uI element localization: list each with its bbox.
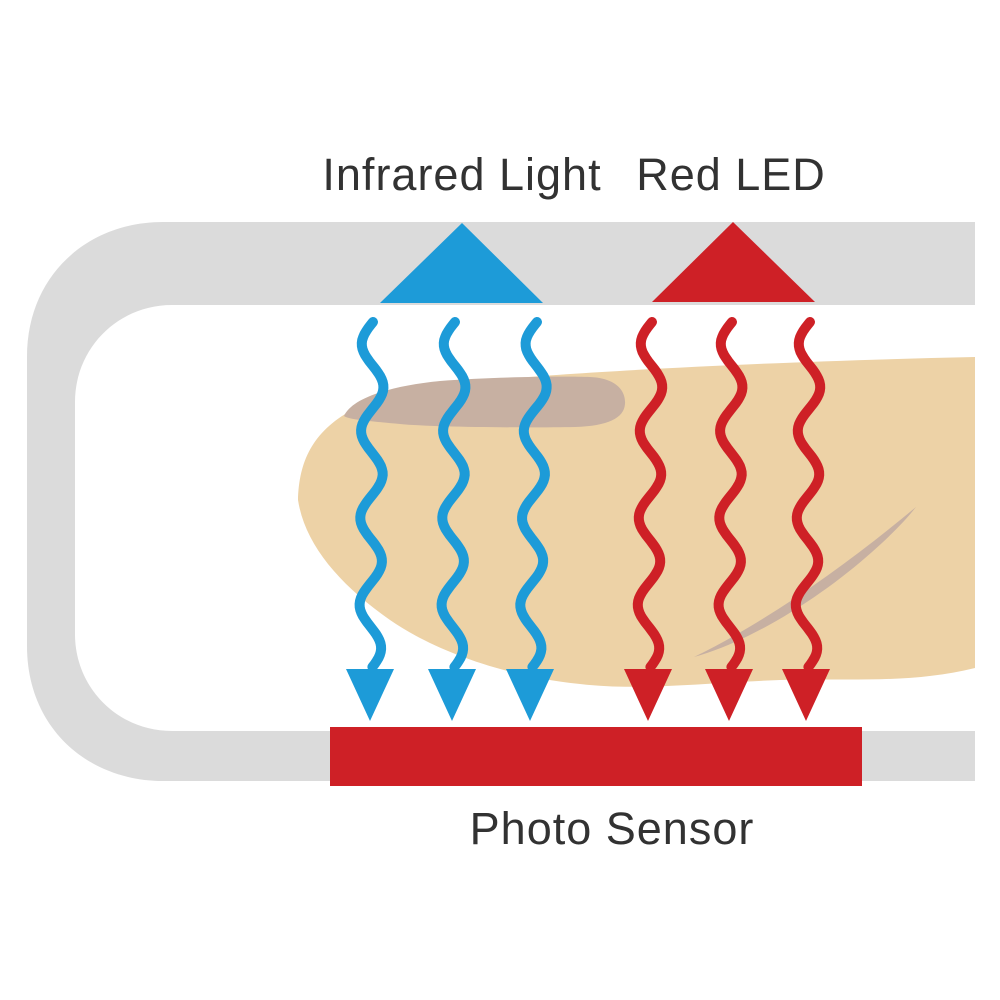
photo-sensor-label: Photo Sensor (469, 803, 755, 854)
red-ray-arrow-arrowhead (705, 669, 753, 721)
infrared-ray-arrow-arrowhead (428, 669, 476, 721)
fingernail (344, 376, 626, 428)
infrared-ray-arrow-arrowhead (506, 669, 554, 721)
red-rays (624, 317, 830, 721)
infrared-ray-arrow-stem (515, 317, 552, 672)
red-ray-arrow-arrowhead (782, 669, 830, 721)
device-shell (27, 222, 975, 781)
red-ray-arrow-stem (790, 317, 826, 672)
photo-sensor-bar (330, 727, 862, 786)
red-ray-arrow-stem (632, 317, 668, 672)
infrared-light-label: Infrared Light (322, 149, 602, 200)
infrared-ray-arrow-stem (354, 317, 389, 672)
red-led-triangle (652, 222, 815, 302)
infrared-ray-arrow-stem (436, 317, 471, 672)
infrared-led-triangle (380, 223, 543, 303)
red-ray-arrow-arrowhead (624, 669, 672, 721)
red-ray-arrow-stem (713, 317, 748, 672)
infrared-ray-arrow-arrowhead (346, 669, 394, 721)
red-led-label: Red LED (636, 149, 826, 200)
infrared-rays (346, 317, 554, 721)
